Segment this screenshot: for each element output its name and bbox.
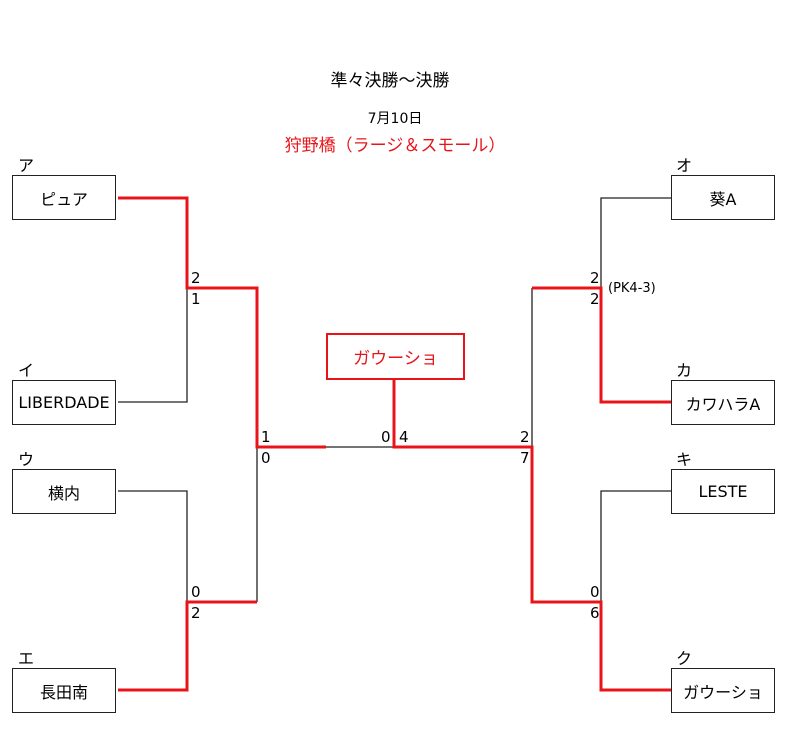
line-aoi	[600, 197, 671, 288]
win-path-kawahara	[532, 286, 671, 404]
team-mark: カ	[676, 361, 693, 380]
team-mark: エ	[18, 649, 35, 668]
score: 0	[191, 583, 201, 601]
score: 2	[520, 428, 530, 446]
team-box: ガウーショ	[671, 668, 775, 713]
win-path-gaucho	[392, 380, 671, 692]
line-liberdade	[118, 288, 188, 403]
score: 4	[399, 428, 409, 446]
score: 2	[590, 290, 600, 308]
score: 0	[590, 583, 600, 601]
score: 1	[261, 428, 271, 446]
win-path-osadaminami	[118, 600, 257, 692]
line-leste	[600, 490, 671, 602]
win-path-pure	[118, 196, 326, 449]
team-mark: ウ	[18, 450, 35, 469]
team-mark: ク	[676, 649, 693, 668]
team-box: 横内	[12, 469, 116, 514]
score: 2	[590, 269, 600, 287]
line-yokouchi	[118, 490, 188, 602]
team-box: 長田南	[12, 668, 116, 713]
pk-note: (PK4-3)	[608, 281, 656, 296]
bracket-title: 準々決勝〜決勝	[330, 71, 450, 91]
score: 6	[590, 604, 600, 622]
score: 2	[191, 269, 201, 287]
team-mark: キ	[676, 450, 693, 469]
team-box: 葵A	[671, 175, 775, 220]
score: 2	[191, 604, 201, 622]
team-mark: イ	[18, 361, 35, 380]
team-box: カワハラA	[671, 380, 775, 425]
champion-box: ガウーショ	[326, 333, 465, 380]
team-box: LESTE	[671, 469, 775, 514]
team-box: LIBERDADE	[12, 380, 116, 425]
score: 7	[520, 449, 530, 467]
team-box: ピュア	[12, 175, 116, 220]
match-date: 7月10日	[367, 111, 423, 127]
team-mark: ア	[18, 156, 35, 175]
team-mark: オ	[676, 156, 693, 175]
score: 0	[261, 449, 271, 467]
score: 0	[381, 428, 391, 446]
score: 1	[191, 290, 201, 308]
venue: 狩野橋（ラージ＆スモール）	[284, 136, 506, 156]
